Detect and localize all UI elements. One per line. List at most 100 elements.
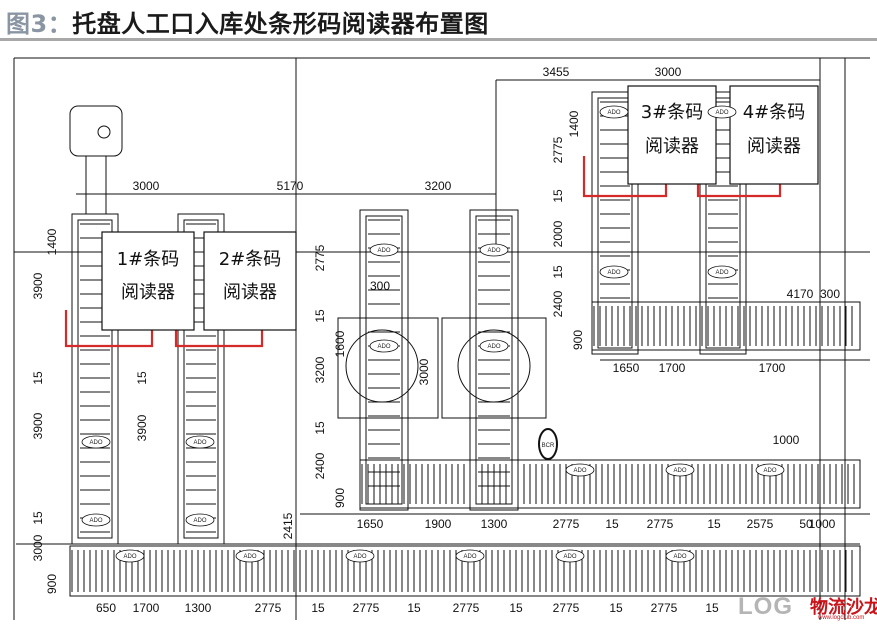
reader-1-line1: 1#条码 bbox=[117, 249, 180, 270]
ado-label: ADO bbox=[715, 270, 728, 276]
conveyor-vertical-5 bbox=[591, 91, 639, 355]
dim-top-1: 3000 bbox=[133, 179, 160, 193]
conveyor-vertical-5-inner bbox=[597, 97, 633, 349]
dim-bottom-9: 15 bbox=[509, 601, 523, 615]
reader-4-line1: 4#条码 bbox=[743, 102, 806, 123]
dim-midb-6: 2775 bbox=[647, 517, 674, 531]
dim-mid-7: 2400 bbox=[313, 452, 327, 479]
forklift bbox=[69, 105, 123, 157]
reader-3-line2: 阅读器 bbox=[645, 136, 699, 157]
dim-mid-3: 1600 bbox=[333, 330, 347, 357]
dim-midb-9: 50 bbox=[799, 517, 813, 531]
conveyor-bottom bbox=[69, 545, 861, 597]
scan-zone-1 bbox=[64, 310, 154, 348]
ado-label: ADO bbox=[487, 344, 500, 350]
ado-label: ADO bbox=[715, 110, 728, 116]
ado-badge bbox=[479, 339, 509, 353]
dim-right-7: 900 bbox=[571, 330, 585, 350]
dim-rightb-1: 1650 bbox=[613, 361, 640, 375]
ado-badge bbox=[665, 549, 695, 563]
ado-badge bbox=[235, 549, 265, 563]
ado-badge bbox=[599, 105, 629, 119]
layout-drawing: BCR 1#条码 阅读器 2#条码 阅读器 3#条码 阅读器 4#条码 阅读器 … bbox=[13, 57, 870, 620]
dim-mid-1: 2775 bbox=[313, 244, 327, 271]
ado-label: ADO bbox=[123, 554, 136, 560]
conveyor-vertical-2 bbox=[177, 213, 225, 545]
logclub-logo: LOG 物流沙龙 www.logclub.com bbox=[724, 593, 877, 625]
dim-misc-1: 4170 bbox=[787, 287, 814, 301]
reader-2-line1: 2#条码 bbox=[219, 249, 282, 270]
dim-bottom-3: 1300 bbox=[185, 601, 212, 615]
dim-bottom-4: 2775 bbox=[255, 601, 282, 615]
figure-title-text: 托盘人工口入库处条形码阅读器布置图 bbox=[72, 10, 489, 38]
conveyor-vertical-3 bbox=[359, 209, 409, 511]
dim-mid-5: 3000 bbox=[417, 358, 431, 385]
figure-number: 图3： bbox=[6, 10, 73, 38]
conveyor-vertical-4 bbox=[469, 209, 519, 511]
dim-left-2: 3900 bbox=[31, 272, 45, 299]
bcr-label: BCR bbox=[542, 443, 555, 449]
ado-label: ADO bbox=[353, 554, 366, 560]
dim-midb-8: 2575 bbox=[747, 517, 774, 531]
dim-midb-1: 1650 bbox=[357, 517, 384, 531]
dim-left-5: 15 bbox=[31, 511, 45, 525]
ado-badge bbox=[345, 549, 375, 563]
forklift-wheel bbox=[97, 125, 111, 139]
dim-bottom-2: 1700 bbox=[133, 601, 160, 615]
dim-mid-6: 15 bbox=[313, 421, 327, 435]
dim-right-5: 15 bbox=[551, 265, 565, 279]
logo-name: 物流沙龙 bbox=[810, 597, 877, 618]
reader-box-2: 2#条码 阅读器 bbox=[203, 231, 297, 331]
conveyor-middle bbox=[359, 459, 861, 509]
ado-badge bbox=[599, 265, 629, 279]
dim-right-1: 1400 bbox=[567, 110, 581, 137]
figure-title-bar: 图3：托盘人工口入库处条形码阅读器布置图 bbox=[0, 0, 877, 38]
ado-badge bbox=[81, 435, 111, 449]
ado-badge bbox=[81, 513, 111, 527]
reader-2-line2: 阅读器 bbox=[223, 282, 277, 303]
dim-left-3: 15 bbox=[31, 371, 45, 385]
reader-1-line2: 阅读器 bbox=[121, 282, 175, 303]
dim-bottom-13: 15 bbox=[705, 601, 719, 615]
ado-badge bbox=[755, 463, 785, 477]
reader-4-line2: 阅读器 bbox=[747, 136, 801, 157]
dim-rightb-3: 1700 bbox=[759, 361, 786, 375]
dim-bottom-8: 2775 bbox=[453, 601, 480, 615]
conveyor-vertical-1 bbox=[71, 213, 119, 545]
dim-bottom-12: 2775 bbox=[651, 601, 678, 615]
ado-badge bbox=[555, 549, 585, 563]
dim-midb-2: 1900 bbox=[425, 517, 452, 531]
dim-misc-5: 300 bbox=[820, 287, 840, 301]
ado-label: ADO bbox=[673, 468, 686, 474]
ado-badge bbox=[665, 463, 695, 477]
dim-left-6: 3000 bbox=[31, 534, 45, 561]
dim-misc-3: 1000 bbox=[809, 517, 836, 531]
dim-right-4: 2000 bbox=[551, 220, 565, 247]
conveyor-vertical-3-inner bbox=[365, 215, 403, 505]
ado-badge bbox=[185, 435, 215, 449]
scan-zone-2 bbox=[174, 330, 264, 348]
conveyor-vertical-2-inner bbox=[183, 219, 219, 539]
dim-bottom-10: 2775 bbox=[553, 601, 580, 615]
dim-bottom-11: 15 bbox=[609, 601, 623, 615]
dim-misc-4: 300 bbox=[370, 279, 390, 293]
dim-right-2: 2775 bbox=[551, 136, 565, 163]
dim-bottom-6: 2775 bbox=[353, 601, 380, 615]
ado-label: ADO bbox=[607, 110, 620, 116]
dim-bottom-1: 650 bbox=[96, 601, 116, 615]
ado-badge bbox=[707, 265, 737, 279]
dim-mid-2: 15 bbox=[313, 309, 327, 323]
dim-mid-9: 2415 bbox=[281, 512, 295, 539]
ado-badge bbox=[115, 549, 145, 563]
dim-midb-3: 1300 bbox=[481, 517, 508, 531]
ado-badge bbox=[369, 339, 399, 353]
dim-top-3: 3200 bbox=[425, 179, 452, 193]
dim-col2-1: 15 bbox=[135, 371, 149, 385]
conveyor-right bbox=[591, 301, 861, 351]
ado-label: ADO bbox=[377, 248, 390, 254]
dim-top-2: 5170 bbox=[277, 179, 304, 193]
dim-left-4: 3900 bbox=[31, 412, 45, 439]
dim-left-7: 900 bbox=[45, 574, 59, 594]
ado-label: ADO bbox=[193, 518, 206, 524]
